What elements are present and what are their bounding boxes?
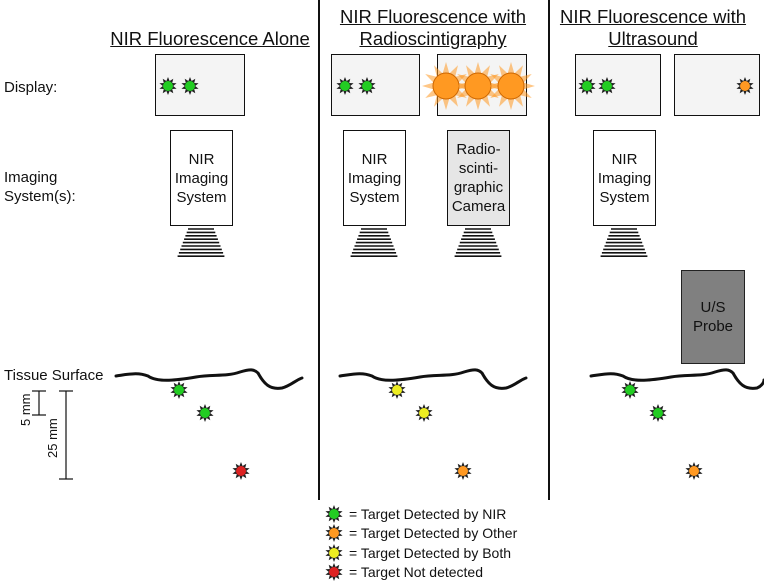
legend-star-3 bbox=[325, 563, 343, 581]
display-target-nir-4 bbox=[358, 77, 376, 95]
tissue-target-col3-deep bbox=[685, 462, 703, 480]
row-label-display: Display: bbox=[4, 79, 58, 96]
legend-label-nir: = Target Detected by NIR bbox=[349, 506, 507, 522]
column-divider-2 bbox=[548, 0, 550, 500]
tissue-surface-line-col3 bbox=[589, 368, 764, 390]
display-target-nir-2 bbox=[181, 77, 199, 95]
display-panel-us-nir bbox=[575, 54, 661, 116]
lens-fan-radio bbox=[454, 228, 502, 258]
lens-fan-col2 bbox=[350, 228, 398, 258]
nir-imaging-system-col3: NIR Imaging System bbox=[593, 130, 656, 226]
display-target-nir-1 bbox=[159, 77, 177, 95]
tissue-target-col2-deep bbox=[454, 462, 472, 480]
lens-fans bbox=[177, 228, 648, 258]
ultrasound-probe: U/S Probe bbox=[681, 270, 745, 364]
scale-label-5mm: 5 mm bbox=[18, 394, 33, 427]
scale-bar-5mm bbox=[32, 390, 46, 416]
legend-star-2 bbox=[325, 544, 343, 562]
tissue-target-col3-shallow bbox=[621, 381, 639, 399]
display-target-us bbox=[736, 77, 754, 95]
nir-imaging-system-col1: NIR Imaging System bbox=[170, 130, 233, 226]
display-target-radio-blur-3 bbox=[487, 62, 535, 110]
scale-bar-25mm bbox=[59, 390, 73, 480]
column-divider-1 bbox=[318, 0, 320, 500]
display-target-nir-3 bbox=[336, 77, 354, 95]
legend-label-both: = Target Detected by Both bbox=[349, 545, 512, 561]
column-title-nir-radio: NIR Fluorescence with Radioscintigraphy bbox=[320, 6, 546, 50]
tissue-target-col2-shallow bbox=[388, 381, 406, 399]
display-target-nir-6 bbox=[598, 77, 616, 95]
column-title-nir-ultrasound: NIR Fluorescence with Ultrasound bbox=[550, 6, 756, 50]
row-label-imaging-systems: Imaging System(s): bbox=[4, 169, 76, 205]
row-label-tissue-surface: Tissue Surface bbox=[4, 367, 104, 384]
column-title-nir-alone: NIR Fluorescence Alone bbox=[110, 28, 310, 49]
legend-star-0 bbox=[325, 505, 343, 523]
nir-imaging-system-col2: NIR Imaging System bbox=[343, 130, 406, 226]
legend-label-none: = Target Not detected bbox=[349, 564, 483, 580]
scale-label-25mm: 25 mm bbox=[45, 418, 60, 458]
tissue-target-col3-mid bbox=[649, 404, 667, 422]
tissue-target-col1-mid bbox=[196, 404, 214, 422]
legend-star-1 bbox=[325, 524, 343, 542]
radioscintigraphic-camera: Radio- scinti- graphic Camera bbox=[447, 130, 510, 226]
tissue-surface-line-col2 bbox=[338, 368, 528, 390]
legend-label-other: = Target Detected by Other bbox=[349, 525, 518, 541]
lens-fan-col3 bbox=[600, 228, 648, 258]
column-title-nir-ultrasound-text: NIR Fluorescence with Ultrasound bbox=[559, 6, 747, 49]
column-title-nir-radio-text: NIR Fluorescence with Radioscintigraphy bbox=[339, 6, 527, 49]
tissue-target-col1-deep bbox=[232, 462, 250, 480]
targets-layer bbox=[159, 62, 754, 581]
display-target-nir-5 bbox=[578, 77, 596, 95]
tissue-surface-line-col1 bbox=[114, 368, 304, 390]
lens-fan-col1 bbox=[177, 228, 225, 258]
tissue-target-col1-shallow bbox=[170, 381, 188, 399]
tissue-target-col2-mid bbox=[415, 404, 433, 422]
